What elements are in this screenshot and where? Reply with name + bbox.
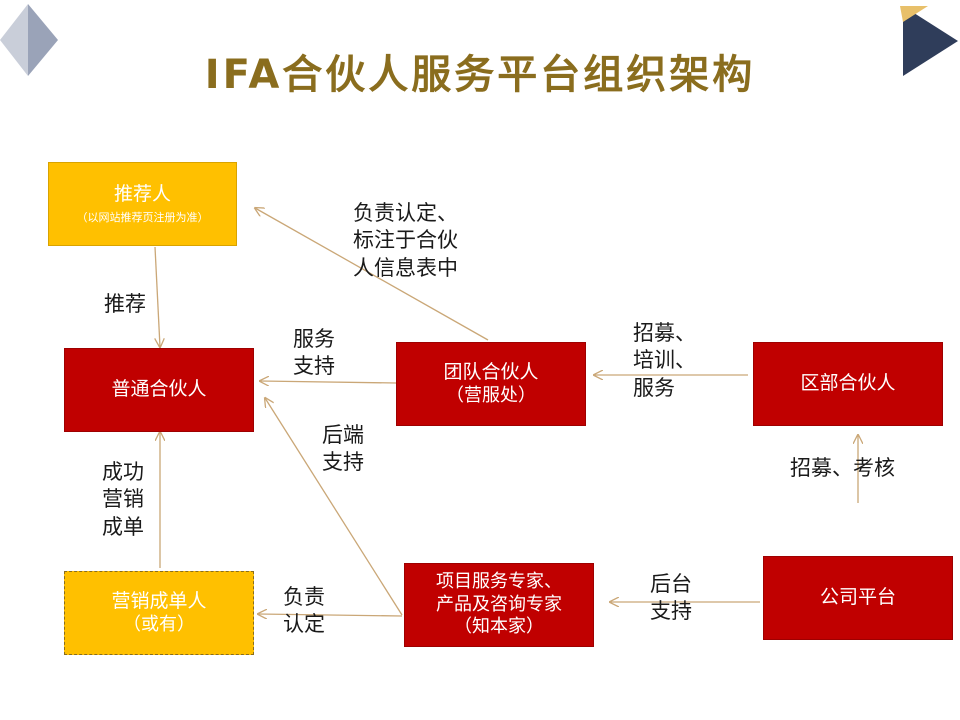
- sales-closer-box: 营销成单人 （或有）: [64, 571, 254, 655]
- experts-line2: 产品及咨询专家: [436, 593, 562, 615]
- arrow-experts-to-ordinary: [265, 398, 403, 616]
- district-partner-box: 区部合伙人: [753, 342, 943, 426]
- team-partner-note: （营服处）: [446, 384, 536, 406]
- experts-line3: （知本家）: [454, 616, 544, 638]
- sales-closer-note: （或有）: [123, 613, 195, 635]
- label-recommend: 推荐: [104, 292, 146, 316]
- label-successful-sale: 成功 营销 成单: [102, 460, 144, 539]
- page-title: IFA合伙人服务平台组织架构: [204, 52, 756, 98]
- team-partner-box: 团队合伙人 （营服处）: [396, 342, 586, 426]
- arrow-referrer-to-ordinary: [154, 246, 160, 347]
- experts-box: 项目服务专家、 产品及咨询专家 （知本家）: [404, 563, 594, 647]
- right-corner-gold-decoration: [900, 6, 928, 22]
- company-platform-box: 公司平台: [763, 556, 953, 640]
- sales-closer-label: 营销成单人: [111, 589, 207, 612]
- arrow-team-to-referrer: [255, 208, 489, 341]
- team-partner-label: 团队合伙人: [443, 360, 539, 383]
- label-confirm-register: 负责认定、 标注于合伙 人信息表中: [353, 201, 458, 280]
- left-corner-shade-decoration: [0, 4, 28, 76]
- label-backoffice-support: 后台 支持: [650, 572, 692, 624]
- arrow-team-to-ordinary: [260, 381, 397, 383]
- experts-line1: 项目服务专家、: [436, 571, 562, 593]
- referrer-label: 推荐人: [113, 183, 171, 206]
- left-corner-arrow-decoration: [28, 4, 58, 76]
- label-confirm: 负责 认定: [283, 585, 325, 637]
- referrer-box: 推荐人 （以网站推荐页注册为准）: [48, 162, 237, 246]
- district-partner-label: 区部合伙人: [800, 372, 896, 395]
- label-backend-support: 后端 支持: [322, 423, 364, 475]
- label-service-support: 服务 支持: [293, 327, 335, 379]
- label-recruit-train-service: 招募、 培训、 服务: [633, 321, 696, 400]
- right-corner-arrow-decoration: [903, 6, 958, 76]
- label-recruit-assess: 招募、考核: [790, 456, 895, 480]
- ordinary-partner-label: 普通合伙人: [111, 378, 207, 401]
- company-platform-label: 公司平台: [819, 586, 896, 609]
- referrer-note: （以网站推荐页注册为准）: [76, 211, 209, 224]
- ordinary-partner-box: 普通合伙人: [64, 348, 254, 432]
- arrow-experts-to-closer: [258, 614, 403, 616]
